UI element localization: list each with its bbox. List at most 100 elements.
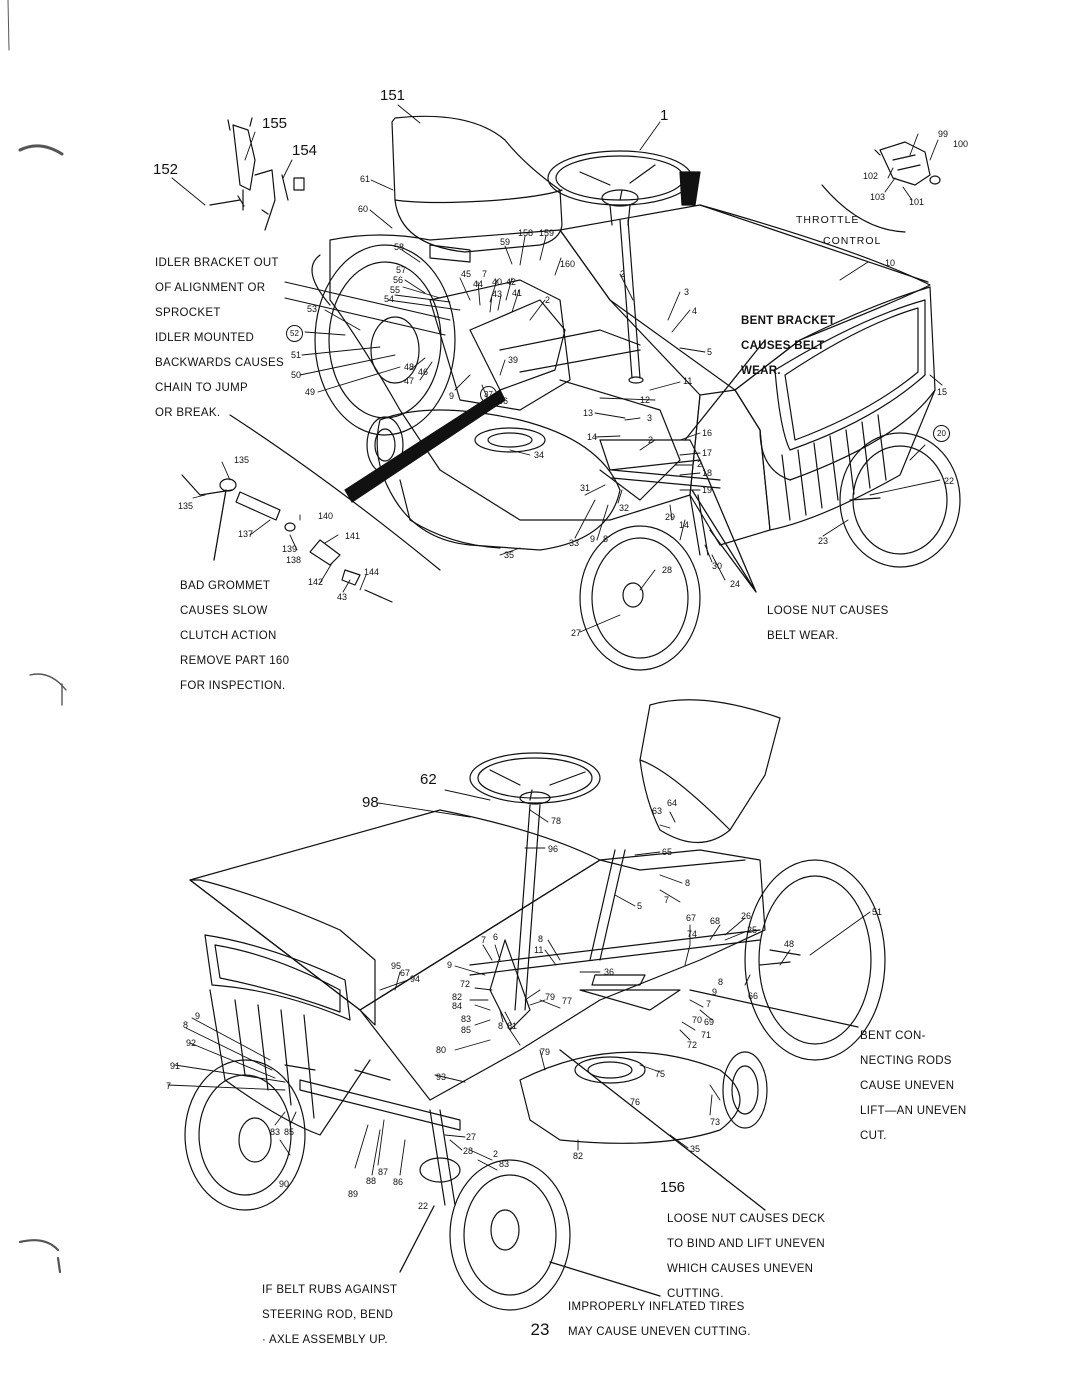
part-number: 82 <box>452 992 463 1002</box>
part-number: 60 <box>358 204 369 214</box>
part-number: 144 <box>364 567 380 577</box>
part-number: 67 <box>400 968 411 978</box>
throttle-label: THROTTLE <box>796 214 860 226</box>
part-number: 139 <box>282 544 298 554</box>
part-number: 138 <box>286 555 302 565</box>
part-number: 24 <box>730 579 741 589</box>
part-number: 154 <box>292 142 318 159</box>
part-number: 160 <box>560 259 576 269</box>
part-number: 83 <box>499 1159 510 1169</box>
idler-parts-inset <box>209 117 305 231</box>
part-number: 25 <box>747 925 758 935</box>
part-number: 59 <box>500 237 511 247</box>
part-number: 94 <box>410 974 421 984</box>
part-number: 152 <box>153 161 179 178</box>
loose-nut-deck-note: LOOSE NUT CAUSES DECK TO BIND AND LIFT U… <box>667 1200 825 1313</box>
belt-note-line-2: STEERING ROD, BEND <box>262 1308 394 1321</box>
front-wheel-top-left <box>579 525 701 671</box>
part-number: 9 <box>449 391 455 401</box>
part-number: 35 <box>690 1144 701 1154</box>
part-number: 5 <box>707 347 713 357</box>
part-number: 57 <box>396 265 407 275</box>
part-number: 7 <box>481 935 487 945</box>
rear-wheel-bottom-right <box>744 859 886 1061</box>
part-number: 28 <box>662 565 673 575</box>
part-number: 95 <box>391 961 402 971</box>
bent-connecting-rods-note: BENT CON- NECTING RODS CAUSE UNEVEN LIFT… <box>860 1017 966 1155</box>
part-number: 28 <box>463 1146 474 1156</box>
top-tractor-drawing <box>311 115 961 671</box>
part-number: 26 <box>741 911 752 921</box>
part-number: 103 <box>870 192 886 202</box>
part-number: 48 <box>784 939 795 949</box>
part-number: 7 <box>166 1081 172 1091</box>
part-number: 83 <box>270 1127 281 1137</box>
part-number: 91 <box>170 1061 181 1071</box>
part-number: 14 <box>679 520 690 530</box>
part-number: 3 <box>684 287 690 297</box>
deck-note-line-4: CUTTING. <box>667 1287 724 1300</box>
control-label: CONTROL <box>823 235 882 247</box>
part-number: 77 <box>562 996 573 1006</box>
part-number: 45 <box>461 269 472 279</box>
front-wheel-top-right <box>839 432 961 568</box>
part-number: 85 <box>284 1127 295 1137</box>
part-number: 61 <box>360 174 371 184</box>
part-number: 93 <box>436 1072 447 1082</box>
hood-top <box>559 204 931 391</box>
part-number: 72 <box>460 979 471 989</box>
part-number: 78 <box>551 816 562 826</box>
part-number: 96 <box>548 844 559 854</box>
part-number: 30 <box>712 561 723 571</box>
part-number: 43 <box>492 289 503 299</box>
rods-note-line-1: BENT CON- <box>860 1029 926 1042</box>
part-number: 43 <box>337 592 348 602</box>
part-number: 50 <box>291 370 302 380</box>
part-number: 33 <box>569 538 580 548</box>
deck-note-line-3: WHICH CAUSES UNEVEN <box>667 1262 814 1275</box>
grommet-note-line-1: BAD GROMMET <box>180 579 271 592</box>
part-number: 66 <box>748 991 759 1001</box>
part-number: 48 <box>404 362 415 372</box>
part-number: 16 <box>702 428 713 438</box>
bent-note-line-2: CAUSES BELT <box>741 339 825 352</box>
part-number: 41 <box>512 288 523 298</box>
part-number: 17 <box>702 448 713 458</box>
part-number: 79 <box>540 1047 551 1057</box>
grille-bottom <box>189 879 376 1026</box>
rear-wheel-top-left <box>314 244 456 436</box>
part-number-circled: 52 <box>286 325 303 342</box>
part-number: 74 <box>687 929 698 939</box>
seat-top <box>391 115 563 253</box>
leader-lines-bottom <box>167 789 871 1297</box>
grommet-note-line-2: CAUSES SLOW <box>180 604 268 617</box>
part-number: 40 <box>492 277 503 287</box>
rods-note-line-2: NECTING RODS <box>860 1054 952 1067</box>
part-number: 99 <box>938 129 949 139</box>
leader-lines-top <box>171 104 943 633</box>
part-number: 9 <box>195 1011 201 1021</box>
part-number: 151 <box>380 87 406 104</box>
part-number: 79 <box>545 992 556 1002</box>
part-number: 9 <box>447 960 453 970</box>
part-number: 6 <box>493 932 499 942</box>
part-number: 76 <box>630 1097 641 1107</box>
part-number: 8 <box>718 977 724 987</box>
part-number: 9 <box>712 987 718 997</box>
part-number: 32 <box>619 503 630 513</box>
idler-note-line-2: OF ALIGNMENT OR <box>155 281 266 294</box>
grommet-note-line-5: FOR INSPECTION. <box>180 679 286 692</box>
part-number: 101 <box>909 197 925 207</box>
belt-rubs-note: IF BELT RUBS AGAINST STEERING ROD, BEND … <box>262 1271 397 1359</box>
part-number: 8 <box>538 934 544 944</box>
rods-note-line-4: LIFT—AN UNEVEN <box>860 1104 967 1117</box>
idler-note-line-7: OR BREAK. <box>155 406 221 419</box>
part-number: 69 <box>704 1017 715 1027</box>
loose-note-line-1: LOOSE NUT CAUSES <box>767 604 889 617</box>
loose-nut-belt-note: LOOSE NUT CAUSES BELT WEAR. <box>767 592 889 655</box>
part-number: 51 <box>291 350 302 360</box>
deck-note-line-1: LOOSE NUT CAUSES DECK <box>667 1212 826 1225</box>
grommet-note-line-4: REMOVE PART 160 <box>180 654 290 667</box>
part-number: 75 <box>655 1069 666 1079</box>
